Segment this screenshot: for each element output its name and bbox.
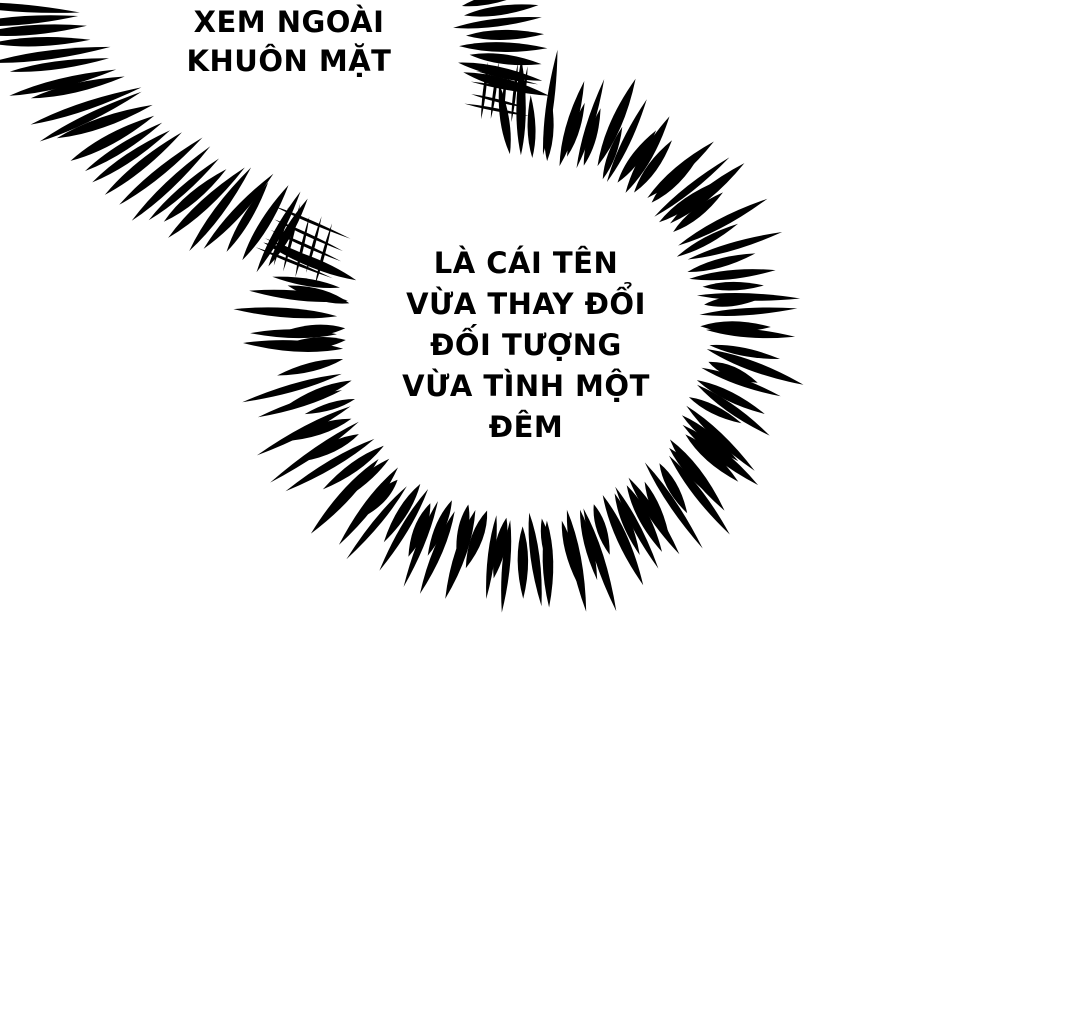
burst-tail-topleft: [0, 2, 308, 273]
burst-caption-line-2: VỪA THAY ĐỔI: [406, 287, 646, 321]
crosshatch-clusters: [255, 61, 539, 285]
burst-caption-line-4: VỪA TÌNH MỘT: [402, 369, 650, 403]
offpanel-caption-line-2: KHUÔN MẶT: [186, 44, 392, 78]
offpanel-caption: XEM NGOÀI KHUÔN MẶT: [129, 3, 449, 81]
burst-caption-line-3: ĐỐI TƯỢNG: [430, 328, 622, 362]
burst-caption-line-1: LÀ CÁI TÊN: [433, 246, 619, 280]
offpanel-caption-line-1: XEM NGOÀI: [193, 5, 385, 39]
burst-caption-line-5: ĐÊM: [488, 410, 564, 444]
burst-spike-ring: [233, 49, 804, 613]
burst-tail-top: [453, 0, 550, 96]
burst-caption: LÀ CÁI TÊN VỪA THAY ĐỔI ĐỐI TƯỢNG VỪA TÌ…: [356, 243, 696, 448]
